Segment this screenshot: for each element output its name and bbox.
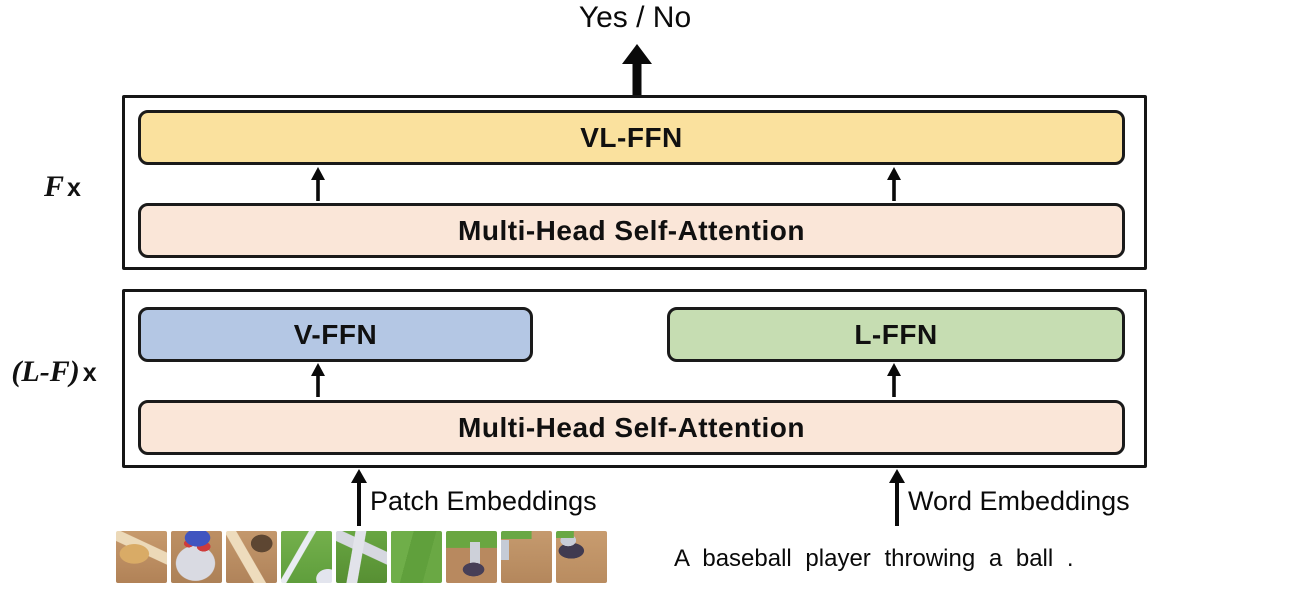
patch-embeddings-arrow-icon: [351, 469, 367, 526]
image-patch-9: [556, 531, 607, 583]
mhsa-bottom-label: Multi-Head Self-Attention: [458, 411, 805, 443]
output-label: Yes / No: [578, 1, 692, 34]
image-patch-1: [116, 531, 167, 583]
repeat-count-modality-layers: (L-F)x: [0, 355, 108, 393]
image-patch-5: [336, 531, 387, 583]
vl-ffn-box: VL-FFN: [138, 110, 1125, 165]
output-arrow-icon: [622, 44, 652, 96]
mhsa-top-label: Multi-Head Self-Attention: [458, 214, 805, 246]
repeat-factor-f: F: [44, 170, 65, 203]
image-patch-7: [446, 531, 497, 583]
image-patch-6: [391, 531, 442, 583]
times-symbol: x: [82, 359, 97, 387]
vl-ffn-label: VL-FFN: [580, 121, 683, 153]
image-patch-4: [281, 531, 332, 583]
up-arrow-icon: [311, 363, 325, 397]
word-embeddings-label: Word Embeddings: [908, 486, 1130, 516]
l-ffn-label: L-FFN: [854, 318, 938, 350]
l-ffn-box: L-FFN: [667, 307, 1125, 362]
multi-head-self-attention-bottom-box: Multi-Head Self-Attention: [138, 400, 1125, 455]
up-arrow-icon: [311, 167, 325, 201]
patch-embeddings-label: Patch Embeddings: [370, 486, 597, 516]
v-ffn-box: V-FFN: [138, 307, 533, 362]
multi-head-self-attention-top-box: Multi-Head Self-Attention: [138, 203, 1125, 258]
v-ffn-label: V-FFN: [293, 318, 378, 350]
text-input-caption: A baseball player throwing a ball .: [674, 545, 1074, 572]
image-patch-strip: [116, 531, 607, 583]
image-patch-2: [171, 531, 222, 583]
up-arrow-icon: [887, 363, 901, 397]
repeat-factor-l-minus-f: (L-F): [11, 355, 80, 388]
word-embeddings-arrow-icon: [889, 469, 905, 526]
image-patch-3: [226, 531, 277, 583]
image-patch-8: [501, 531, 552, 583]
up-arrow-icon: [887, 167, 901, 201]
times-symbol: x: [67, 174, 81, 202]
